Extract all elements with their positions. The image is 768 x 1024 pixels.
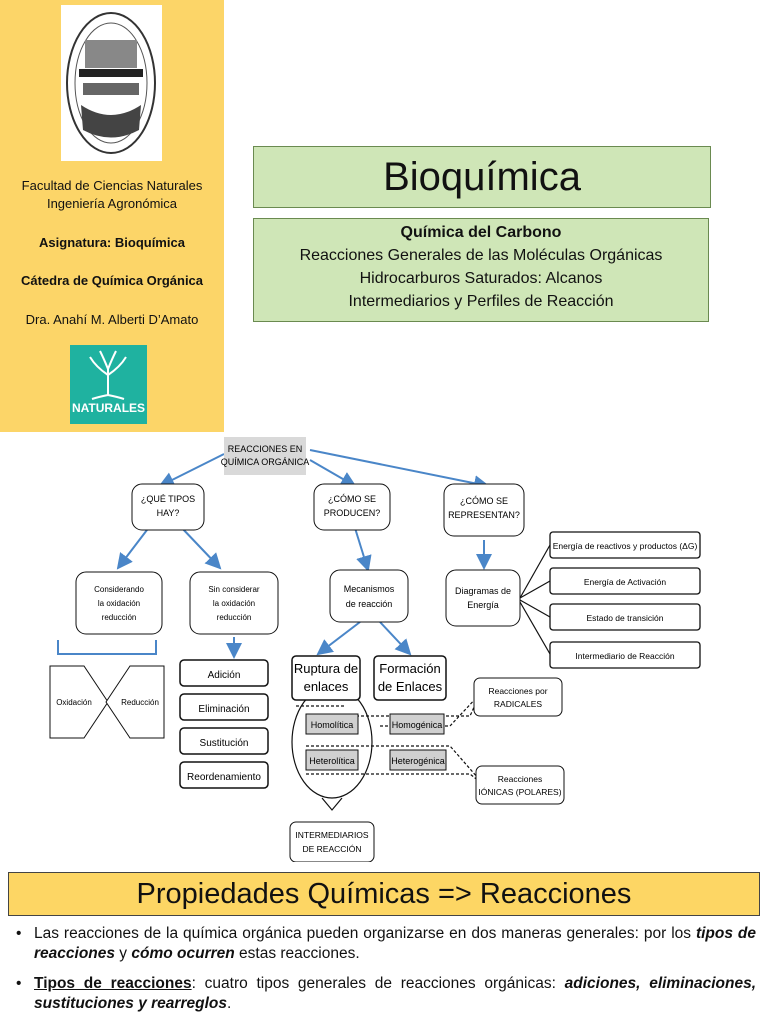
question-types: HAY? — [157, 508, 180, 518]
university-seal-image — [61, 5, 162, 161]
considering-redox: reducción — [102, 613, 137, 622]
bullet-text: Tipos de reacciones: cuatro tipos genera… — [34, 974, 756, 1014]
bullet-2: • Tipos de reacciones: cuatro tipos gene… — [16, 974, 756, 1014]
oxidation-label: Oxidación — [56, 698, 92, 707]
energy-item: Intermediario de Reacción — [575, 651, 674, 661]
radical-reactions: RADICALES — [494, 699, 543, 709]
energy-item: Energía de Activación — [584, 577, 666, 587]
bullet-label: Tipos de reacciones — [34, 975, 192, 992]
root-node-line: QUÍMICA ORGÁNICA — [221, 457, 310, 467]
energy-item: Energía de reactivos y productos (ΔG) — [553, 541, 698, 551]
energy-item: Estado de transición — [586, 613, 663, 623]
reduction-label: Reducción — [121, 698, 159, 707]
heterogenic-label: Heterogénica — [391, 756, 445, 766]
ionic-reactions: IÓNICAS (POLARES) — [478, 787, 561, 797]
sidebar: Facultad de Ciencias Naturales Ingenierí… — [0, 0, 224, 432]
reaction-intermediates: INTERMEDIARIOS — [295, 830, 369, 840]
bullet-text-part: estas reacciones. — [234, 945, 360, 962]
heterolytic-label: Heterolítica — [309, 756, 355, 766]
bond-formation: de Enlaces — [378, 679, 443, 694]
topic-line: Reacciones Generales de las Moléculas Or… — [299, 247, 663, 264]
bond-formation: Formación — [379, 661, 440, 676]
topic-heading: Química del Carbono — [400, 224, 562, 241]
chair-label: Cátedra de Química Orgánica — [20, 273, 204, 288]
bullet-text-part: : cuatro tipos generales de reacciones o… — [191, 975, 565, 992]
type-elimination: Eliminación — [198, 704, 249, 715]
faculty-name: Facultad de Ciencias Naturales — [21, 178, 203, 193]
energy-diagrams: Diagramas de — [455, 586, 511, 596]
concept-map: REACCIONES EN QUÍMICA ORGÁNICA ¿QUÉ TIPO… — [49, 437, 701, 862]
ionic-reactions: Reacciones — [498, 774, 542, 784]
not-considering-redox: reducción — [217, 613, 252, 622]
subject-label: Asignatura: Bioquímica — [39, 235, 185, 250]
bullet-text-part: . — [226, 995, 232, 1012]
bullet-text: Las reacciones de la química orgánica pu… — [34, 924, 756, 964]
career-name: Ingeniería Agronómica — [46, 196, 178, 211]
section-banner: Propiedades Químicas => Reacciones — [8, 872, 760, 916]
question-how-represented: REPRESENTAN? — [448, 510, 520, 520]
question-how-represented: ¿CÓMO SE — [460, 496, 508, 506]
radical-reactions: Reacciones por — [488, 686, 547, 696]
energy-diagrams: Energía — [467, 600, 499, 610]
page-title: Bioquímica — [253, 146, 711, 208]
question-how-produced: PRODUCEN? — [324, 508, 381, 518]
homolytic-label: Homolítica — [311, 720, 354, 730]
bullet-dot: • — [16, 975, 22, 992]
bullet-emphasis: tipos de reacciones — [34, 925, 757, 962]
bullet-emphasis: cómo ocurren — [131, 945, 235, 962]
homogenic-label: Homogénica — [392, 720, 443, 730]
topic-line: Hidrocarburos Saturados: Alcanos — [359, 270, 603, 287]
type-addition: Adición — [208, 670, 241, 681]
not-considering-redox: la oxidación — [213, 599, 255, 608]
topics-box: Química del Carbono Reacciones Generales… — [253, 218, 709, 322]
professor-name: Dra. Anahí M. Alberti D’Amato — [25, 312, 199, 327]
root-node-line: REACCIONES EN — [228, 444, 303, 454]
type-rearrangement: Reordenamiento — [187, 772, 261, 783]
type-substitution: Sustitución — [200, 738, 249, 749]
bond-rupture: enlaces — [304, 679, 349, 694]
naturales-logo: NATURALES — [70, 345, 147, 424]
considering-redox: la oxidación — [98, 599, 140, 608]
bond-rupture: Ruptura de — [294, 661, 358, 676]
considering-redox: Considerando — [94, 585, 144, 594]
bullet-text-part: y — [115, 945, 132, 962]
bullet-text-part: Las reacciones de la química orgánica pu… — [34, 925, 696, 942]
mechanisms-node: Mecanismos — [344, 584, 395, 594]
bullet-dot: • — [16, 925, 22, 942]
question-how-produced: ¿CÓMO SE — [328, 494, 376, 504]
mechanisms-node: de reacción — [346, 599, 393, 609]
bullet-emphasis: adiciones, eliminaciones, sustituciones … — [34, 975, 757, 1012]
not-considering-redox: Sin considerar — [208, 585, 259, 594]
reaction-intermediates: DE REACCIÓN — [302, 844, 361, 854]
topic-line: Intermediarios y Perfiles de Reacción — [348, 293, 614, 310]
logo-text: NATURALES — [71, 401, 146, 415]
question-types: ¿QUÉ TIPOS — [141, 494, 195, 504]
bullet-1: • Las reacciones de la química orgánica … — [16, 924, 756, 964]
